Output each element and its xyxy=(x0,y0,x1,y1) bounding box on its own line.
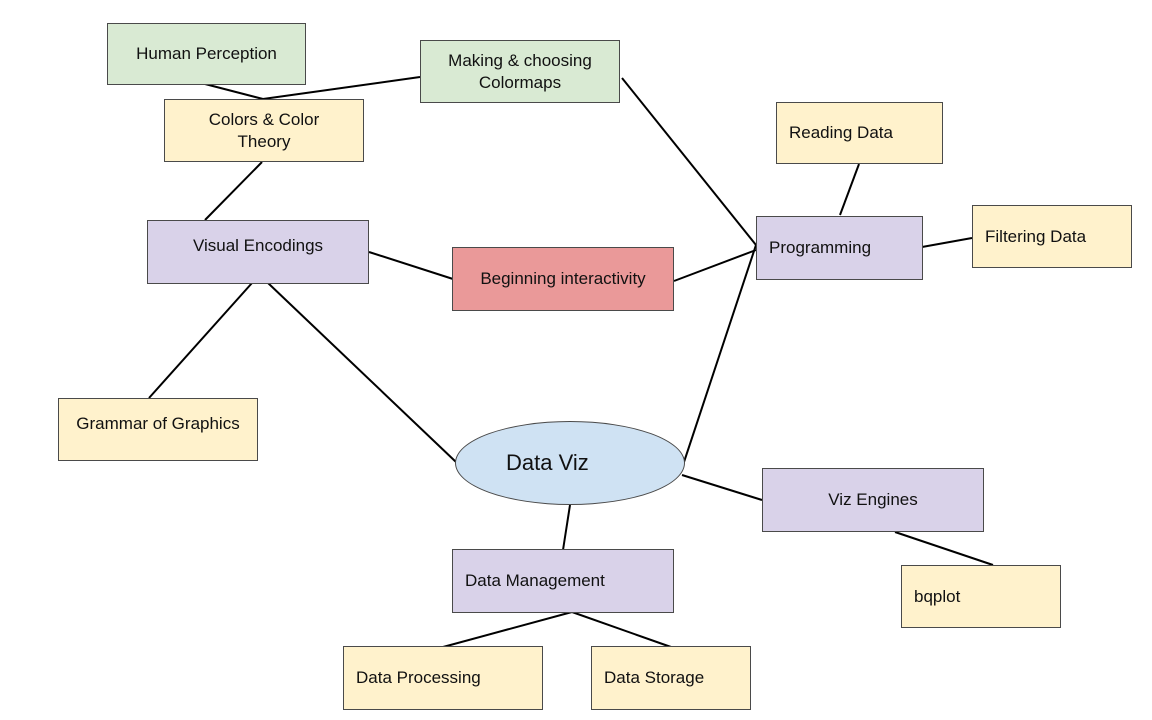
node-data-viz[interactable]: Data Viz xyxy=(455,421,685,505)
connector-data-viz-data-management xyxy=(562,504,571,551)
node-data-storage[interactable]: Data Storage xyxy=(591,646,751,710)
node-colors-color-theory[interactable]: Colors & Color Theory xyxy=(164,99,364,162)
node-programming[interactable]: Programming xyxy=(756,216,923,280)
connector-interactivity-programming xyxy=(673,249,757,282)
node-beginning-interactivity[interactable]: Beginning interactivity xyxy=(452,247,674,311)
node-grammar-of-graphics[interactable]: Grammar of Graphics xyxy=(58,398,258,461)
node-data-processing[interactable]: Data Processing xyxy=(343,646,543,710)
connector-data-viz-programming xyxy=(683,244,757,463)
connector-data-management-storage xyxy=(571,611,672,648)
connector-data-management-processing xyxy=(442,611,573,648)
node-bqplot[interactable]: bqplot xyxy=(901,565,1061,628)
node-filtering-data[interactable]: Filtering Data xyxy=(972,205,1132,268)
node-human-perception[interactable]: Human Perception xyxy=(107,23,306,85)
connector-reading-data-programming xyxy=(839,163,860,216)
connector-visual-encodings-grammar xyxy=(148,282,253,399)
connector-visual-encodings-data-viz xyxy=(267,282,457,463)
connector-viz-engines-bqplot xyxy=(894,531,994,566)
node-reading-data[interactable]: Reading Data xyxy=(776,102,943,164)
connector-colors-colormaps xyxy=(262,76,421,100)
connector-human-perception-colors xyxy=(204,83,264,100)
node-visual-encodings[interactable]: Visual Encodings xyxy=(147,220,369,284)
connector-visual-encodings-interactivity xyxy=(368,251,454,280)
connector-colormaps-programming xyxy=(621,77,757,246)
connector-programming-filtering-data xyxy=(921,237,973,248)
connector-data-viz-viz-engines xyxy=(681,474,763,501)
node-data-management[interactable]: Data Management xyxy=(452,549,674,613)
node-making-colormaps[interactable]: Making & choosing Colormaps xyxy=(420,40,620,103)
connector-colors-visual-encodings xyxy=(204,161,263,221)
node-viz-engines[interactable]: Viz Engines xyxy=(762,468,984,532)
